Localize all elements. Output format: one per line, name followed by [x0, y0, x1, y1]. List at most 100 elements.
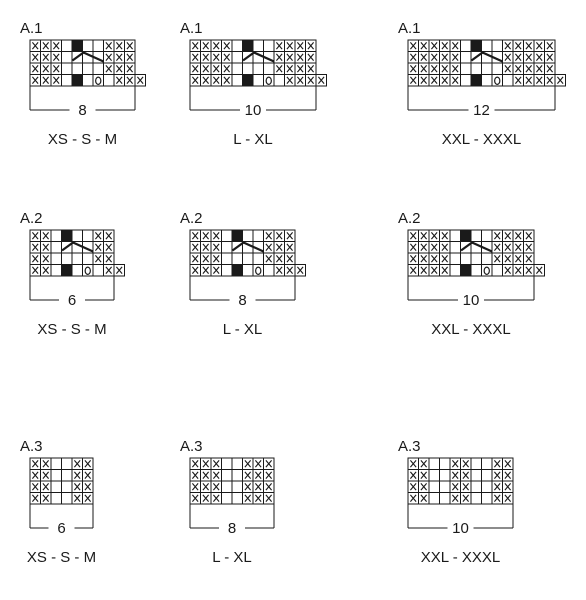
cross-symbol — [504, 42, 512, 50]
cross-symbol — [441, 53, 449, 61]
cross-symbol — [265, 483, 273, 491]
cross-symbol — [409, 483, 417, 491]
decrease-symbol — [242, 51, 275, 63]
chart-cell — [82, 74, 94, 87]
filled-cell — [460, 264, 471, 276]
cross-symbol — [514, 266, 522, 274]
cross-symbol — [31, 266, 39, 274]
cross-symbol — [126, 76, 134, 84]
cross-symbol — [420, 53, 428, 61]
decrease-symbol — [61, 241, 94, 253]
cross-symbol — [223, 42, 231, 50]
cross-symbol — [525, 255, 533, 263]
cross-symbol — [202, 255, 210, 263]
cross-symbol — [430, 266, 438, 274]
cross-symbol — [307, 53, 315, 61]
chart-cell — [242, 229, 254, 242]
cross-symbol — [212, 243, 220, 251]
cross-symbol — [84, 494, 92, 502]
cross-symbol — [420, 232, 428, 240]
cross-symbol — [504, 53, 512, 61]
chart-cell — [428, 469, 440, 482]
chart-cell — [449, 229, 461, 242]
chart-cell — [221, 241, 233, 254]
cross-symbol — [42, 266, 50, 274]
chart-cell — [50, 252, 62, 265]
chart-cell — [470, 252, 482, 265]
cross-symbol — [223, 76, 231, 84]
cross-symbol — [420, 65, 428, 73]
cross-symbol — [420, 255, 428, 263]
cross-symbol — [42, 483, 50, 491]
cross-symbol — [42, 76, 50, 84]
cross-symbol — [514, 243, 522, 251]
cross-symbol — [265, 232, 273, 240]
size-label: XXL - XXXL — [421, 549, 500, 566]
chart-cell — [61, 62, 73, 75]
cross-symbol — [31, 494, 39, 502]
cross-symbol — [493, 494, 501, 502]
cross-symbol — [31, 76, 39, 84]
cross-symbol — [286, 255, 294, 263]
chart-label: A.3 — [398, 438, 421, 455]
chart-cell — [481, 469, 493, 482]
chart-cell — [92, 62, 104, 75]
cross-symbol — [525, 42, 533, 50]
cross-symbol — [105, 266, 113, 274]
cross-symbol — [265, 494, 273, 502]
cross-symbol — [556, 76, 564, 84]
cross-symbol — [212, 471, 220, 479]
cross-symbol — [105, 255, 113, 263]
cross-symbol — [462, 494, 470, 502]
cross-symbol — [286, 53, 294, 61]
chart-cell — [50, 492, 62, 505]
cross-symbol — [31, 232, 39, 240]
cross-symbol — [275, 42, 283, 50]
cross-symbol — [409, 460, 417, 468]
cross-symbol — [265, 471, 273, 479]
cross-symbol — [514, 53, 522, 61]
chart-cell — [470, 492, 482, 505]
cross-symbol — [191, 42, 199, 50]
chart-cell — [428, 492, 440, 505]
cross-symbol — [265, 255, 273, 263]
chart-label: A.1 — [20, 20, 43, 37]
cross-symbol — [275, 232, 283, 240]
cross-symbol — [525, 266, 533, 274]
chart-cell — [71, 62, 83, 75]
cross-symbol — [504, 471, 512, 479]
cross-symbol — [430, 243, 438, 251]
chart-cell — [221, 229, 233, 242]
cross-symbol — [73, 483, 81, 491]
cross-symbol — [265, 243, 273, 251]
filled-cell — [232, 264, 243, 276]
chart-cell — [61, 469, 73, 482]
chart-cell — [221, 252, 233, 265]
yarn-over-symbol — [265, 76, 272, 85]
cross-symbol — [451, 483, 459, 491]
cross-symbol — [31, 483, 39, 491]
chart-cell — [263, 39, 275, 52]
cross-symbol — [420, 483, 428, 491]
chart-cell — [460, 39, 472, 52]
chart-cell — [439, 480, 451, 493]
cross-symbol — [535, 266, 543, 274]
cross-symbol — [546, 65, 554, 73]
chart-cell — [470, 62, 482, 75]
chart-cell — [481, 74, 493, 87]
cross-symbol — [126, 42, 134, 50]
chart-cell — [221, 469, 233, 482]
chart-cell — [481, 252, 493, 265]
cross-symbol — [430, 53, 438, 61]
chart-cell — [502, 74, 514, 87]
cross-symbol — [514, 42, 522, 50]
chart-label: A.2 — [180, 210, 203, 227]
cross-symbol — [307, 65, 315, 73]
filled-cell — [61, 264, 72, 276]
cross-symbol — [286, 232, 294, 240]
cross-symbol — [42, 255, 50, 263]
cross-symbol — [317, 76, 325, 84]
cross-symbol — [525, 53, 533, 61]
